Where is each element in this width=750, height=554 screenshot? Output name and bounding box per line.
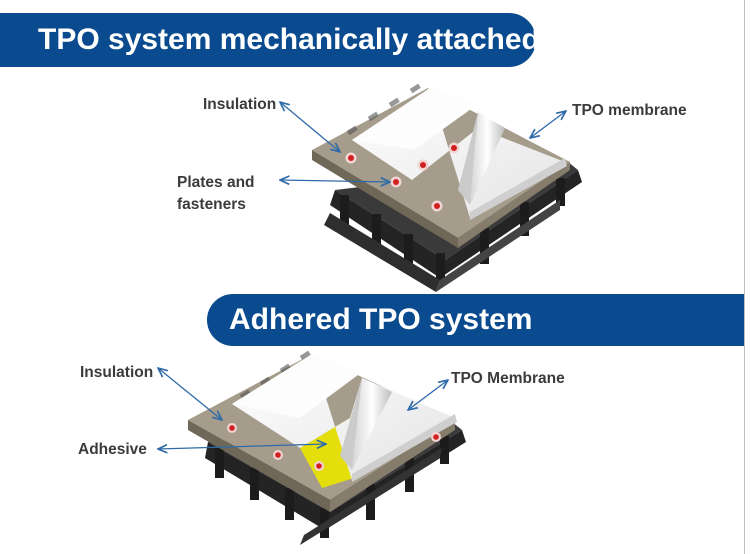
label-plates-line1: Plates and: [177, 174, 255, 191]
label-insulation: Insulation: [203, 96, 277, 113]
label-plates-line2: fasteners: [177, 196, 246, 213]
adhered-assembly: [158, 350, 466, 545]
tpo-membrane-icon: [352, 88, 567, 220]
label-insulation: Insulation: [80, 364, 154, 381]
section-title-mechanically-attached: TPO system mechanically attached: [0, 13, 540, 67]
label-tpo-membrane: TPO membrane: [572, 102, 687, 119]
label-adhesive: Adhesive: [78, 441, 147, 458]
leader-arrow-icon: [158, 368, 448, 449]
fastener-plate-icon: [345, 142, 460, 212]
tpo-membrane-icon: [232, 354, 457, 482]
mechanically-attached-assembly: [280, 83, 582, 292]
label-tpo-membrane: TPO Membrane: [451, 370, 565, 387]
leader-arrow-icon: [280, 102, 566, 182]
section-title-adhered: Adhered TPO system: [207, 294, 744, 346]
banner-text: TPO system mechanically attached: [38, 23, 540, 56]
banner-text: Adhered TPO system: [229, 303, 533, 336]
page-border: [744, 0, 745, 554]
